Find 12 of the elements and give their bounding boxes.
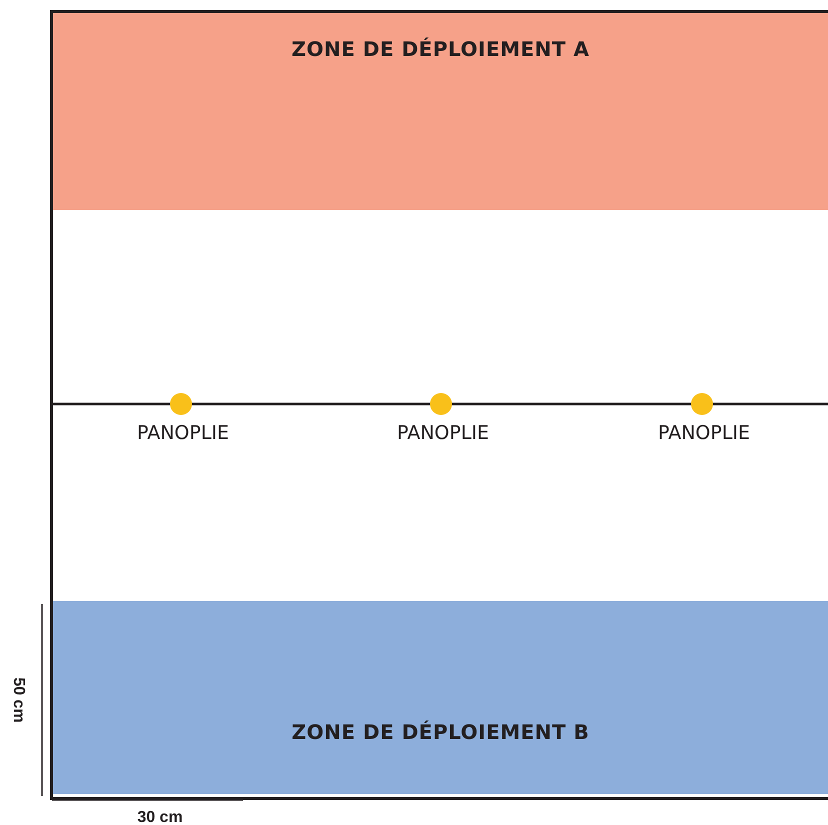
deployment-zone: [53, 13, 828, 210]
deployment-zone: [53, 601, 828, 794]
marker-dot: [170, 393, 192, 415]
marker-label: PANOPLIE: [136, 422, 230, 444]
marker-label: PANOPLIE: [658, 422, 750, 444]
marker-dot: [691, 393, 713, 415]
zone-title: ZONE DE DÉPLOIEMENT A: [291, 37, 590, 63]
zone-title: ZONE DE DÉPLOIEMENT B: [292, 720, 590, 746]
dimension-label: 30 cm: [137, 809, 183, 825]
dimension-label: 50 cm: [9, 677, 27, 723]
marker-dot: [430, 393, 452, 415]
marker-label: PANOPLIE: [396, 422, 490, 444]
